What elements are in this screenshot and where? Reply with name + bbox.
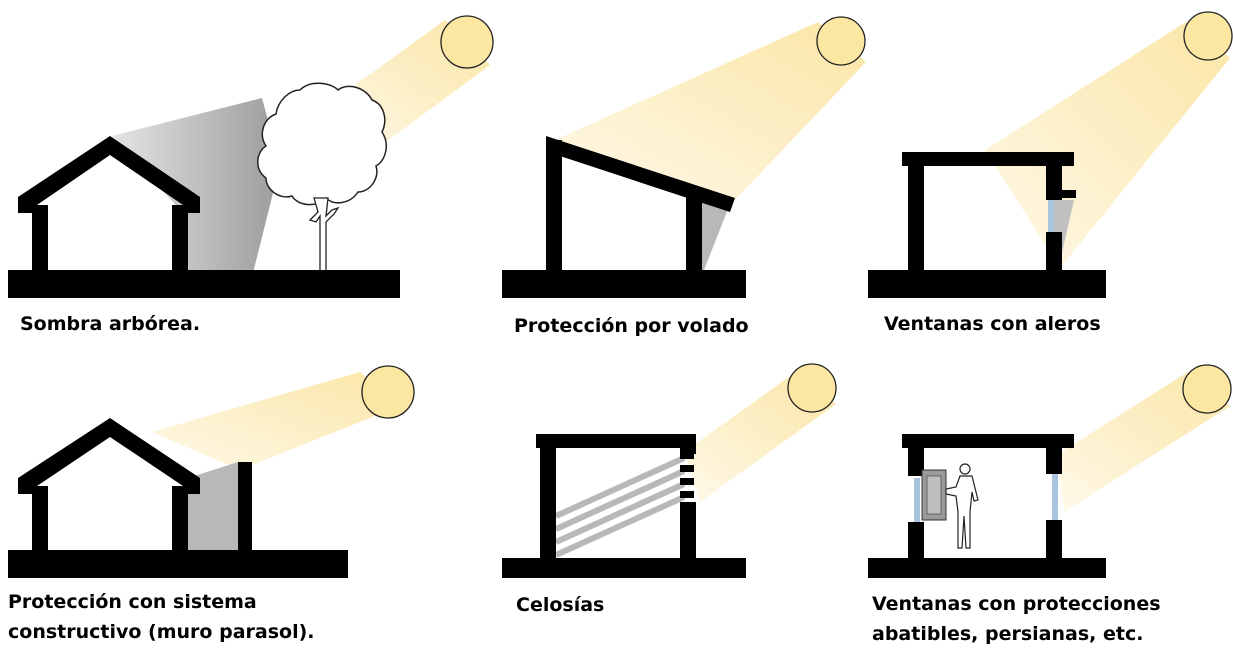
panel-volado bbox=[502, 16, 866, 298]
house-wall-left-top bbox=[908, 440, 924, 476]
caption-line: Ventanas con protecciones bbox=[872, 593, 1161, 615]
tree-crown bbox=[257, 82, 388, 206]
ground-slab bbox=[8, 270, 400, 298]
caption-ventanas-aleros: Ventanas con aleros bbox=[884, 309, 1101, 339]
caption-line: Sombra arbórea. bbox=[20, 313, 201, 335]
caption-line: Celosías bbox=[516, 594, 605, 616]
sun-icon bbox=[1183, 11, 1233, 61]
window-glass bbox=[1048, 200, 1054, 240]
caption-sombra-arborea: Sombra arbórea. bbox=[20, 309, 200, 339]
overhang-shadow bbox=[700, 192, 730, 270]
window-glass-left bbox=[914, 478, 920, 522]
house-gable bbox=[18, 418, 200, 564]
caption-proteccion-volado: Protección por volado bbox=[514, 311, 749, 341]
window-eave bbox=[1046, 190, 1076, 198]
house-wall-right-top bbox=[1046, 440, 1062, 474]
house-wall-right-bottom bbox=[680, 502, 696, 570]
parasol-wall bbox=[238, 462, 252, 564]
panel-celosias bbox=[502, 363, 837, 578]
tree-shadow bbox=[112, 98, 280, 285]
sun-icon bbox=[440, 15, 494, 69]
ground-slab bbox=[8, 550, 348, 578]
caption-muro-parasol: Protección con sistema constructivo (mur… bbox=[8, 587, 314, 647]
sun-beam bbox=[555, 22, 866, 200]
house-wall-right-bottom bbox=[1046, 520, 1062, 570]
house-wall-right-bottom bbox=[1046, 232, 1062, 280]
caption-line: Protección con sistema bbox=[8, 591, 257, 613]
sun-icon bbox=[1182, 364, 1232, 414]
parasol-shadow bbox=[188, 462, 238, 560]
house-gable bbox=[18, 136, 200, 283]
sun-icon bbox=[816, 16, 866, 66]
sun-beam bbox=[1058, 372, 1230, 512]
ground-slab bbox=[868, 558, 1106, 578]
caption-line: abatibles, persianas, etc. bbox=[872, 623, 1144, 645]
caption-ventanas-abatibles: Ventanas con protecciones abatibles, per… bbox=[872, 589, 1161, 649]
house-wall-left bbox=[908, 160, 924, 280]
caption-line: Protección por volado bbox=[514, 315, 749, 337]
house-wall-left bbox=[540, 440, 556, 570]
panel-arborea bbox=[8, 15, 494, 298]
sun-beam bbox=[985, 22, 1230, 268]
panel-aleros bbox=[868, 11, 1233, 298]
caption-line: Ventanas con aleros bbox=[884, 313, 1101, 335]
roof-slab bbox=[536, 434, 696, 448]
sun-icon bbox=[361, 365, 415, 419]
house-wall-right-top bbox=[680, 440, 696, 454]
roof-slab bbox=[902, 152, 1074, 166]
house-wall-left bbox=[546, 140, 562, 280]
caption-celosias: Celosías bbox=[516, 590, 604, 620]
roof-slab bbox=[902, 434, 1074, 448]
window-glass-right bbox=[1052, 474, 1058, 520]
folding-shutter bbox=[921, 469, 947, 521]
sun-beam bbox=[152, 372, 400, 470]
panel-muro bbox=[8, 365, 415, 578]
house-wall-right bbox=[686, 196, 702, 280]
sun-icon bbox=[787, 363, 837, 413]
ground-slab bbox=[502, 270, 746, 298]
overhang-roof bbox=[546, 136, 735, 212]
ground-slab bbox=[868, 270, 1106, 298]
louver-light-bands bbox=[554, 455, 686, 558]
person-icon bbox=[945, 463, 979, 549]
panel-abatibles bbox=[868, 364, 1232, 578]
caption-line: constructivo (muro parasol). bbox=[8, 621, 315, 643]
louvers bbox=[680, 452, 694, 498]
ground-slab bbox=[502, 558, 746, 578]
